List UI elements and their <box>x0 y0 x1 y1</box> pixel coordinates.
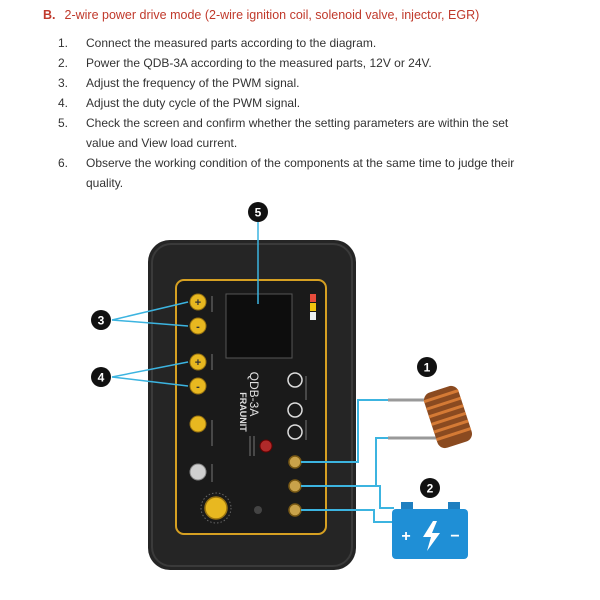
panel-print <box>211 296 307 482</box>
section-title: 2-wire power drive mode (2-wire ignition… <box>64 8 480 22</box>
callout-number: 4 <box>98 371 105 385</box>
callout-5: 5 <box>248 202 268 222</box>
mode-button[interactable] <box>189 415 207 433</box>
callout-4: 4 <box>91 367 111 387</box>
ignition-coil <box>388 385 472 449</box>
indicator-yellow <box>310 303 316 311</box>
ground-icon <box>287 424 303 440</box>
battery-icon: + − <box>392 502 468 559</box>
knob-label: + <box>195 357 201 369</box>
step-3: 3. Adjust the frequency of the PWM signal… <box>58 76 299 90</box>
callout-1: 1 <box>417 357 437 377</box>
callout-lines <box>111 222 259 387</box>
lcd-screen <box>225 293 293 359</box>
duty-minus-knob[interactable]: - <box>189 377 207 395</box>
indicator-white <box>310 312 316 320</box>
step-4: 4. Adjust the duty cycle of the PWM signa… <box>58 96 300 110</box>
battery-plus: + <box>401 528 410 545</box>
step-number: 2. <box>58 56 69 70</box>
knob-label: + <box>195 297 201 309</box>
freq-minus-knob[interactable]: - <box>189 317 207 335</box>
red-port[interactable] <box>259 439 273 453</box>
step-text: Power the QDB-3A according to the measur… <box>86 56 432 70</box>
device-body-edge <box>151 243 353 567</box>
battery-minus: − <box>450 528 459 545</box>
brand-label: FRAUNIT <box>238 392 248 432</box>
step-text: Adjust the duty cycle of the PWM signal. <box>86 96 301 110</box>
step-text: Adjust the frequency of the PWM signal. <box>86 76 300 90</box>
step-5: 5. Check the screen and confirm whether t… <box>58 116 508 130</box>
step-6: 6. Observe the working condition of the c… <box>58 156 514 170</box>
dial-scale <box>200 492 232 524</box>
step-6-continued: quality. <box>86 176 124 190</box>
power-button[interactable] <box>189 463 207 481</box>
step-2: 2. Power the QDB-3A according to the meas… <box>58 56 432 70</box>
warning-icon <box>287 372 303 388</box>
terminal-negative[interactable] <box>288 479 302 493</box>
knob-label: - <box>196 381 200 393</box>
freq-plus-knob[interactable]: + <box>189 293 207 311</box>
callout-number: 3 <box>98 314 105 328</box>
knob-label: - <box>196 321 200 333</box>
terminal-positive[interactable] <box>288 503 302 517</box>
signal-icon <box>287 402 303 418</box>
step-number: 6. <box>58 156 69 170</box>
duty-plus-knob[interactable]: + <box>189 353 207 371</box>
callout-3: 3 <box>91 310 111 330</box>
adjust-dial[interactable] <box>204 496 228 520</box>
callout-2: 2 <box>420 478 440 498</box>
model-label: QDB-3A <box>247 372 261 417</box>
callout-number: 2 <box>427 482 434 496</box>
step-number: 4. <box>58 96 69 110</box>
section-heading: B. 2-wire power drive mode (2-wire igniti… <box>43 8 479 22</box>
callout-number: 5 <box>255 206 262 220</box>
step-1: 1. Connect the measured parts according t… <box>58 36 376 50</box>
indicator-red <box>310 294 316 302</box>
step-number: 1. <box>58 36 69 50</box>
step-number: 3. <box>58 76 69 90</box>
step-5-continued: value and View load current. <box>86 136 238 150</box>
small-port <box>254 506 262 514</box>
section-letter: B. <box>43 8 56 22</box>
step-number: 5. <box>58 116 69 130</box>
terminal-signal[interactable] <box>288 455 302 469</box>
step-text: Connect the measured parts according to … <box>86 36 377 50</box>
step-text: Check the screen and confirm whether the… <box>86 116 509 130</box>
step-text: Observe the working condition of the com… <box>86 156 515 170</box>
callout-number: 1 <box>424 361 431 375</box>
